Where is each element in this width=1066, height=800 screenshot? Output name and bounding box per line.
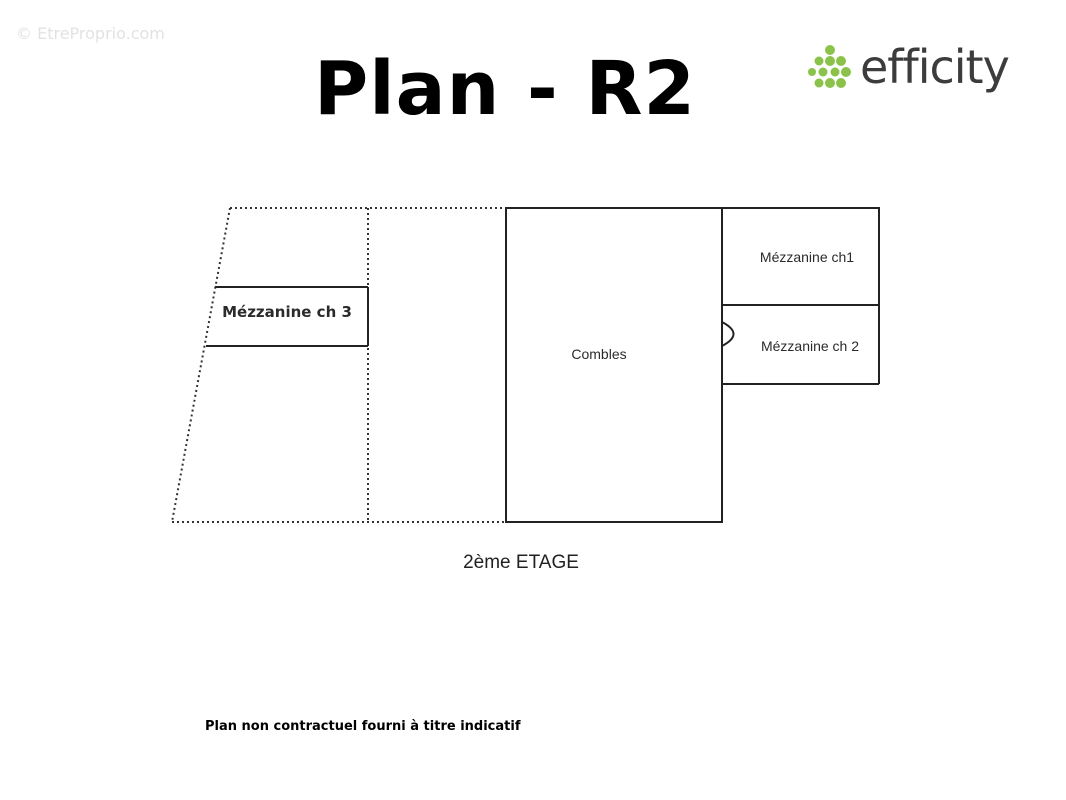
dotted-outline bbox=[171, 207, 505, 523]
combles-room bbox=[505, 207, 723, 523]
room-label-mezzanine-ch2: Mézzanine ch 2 bbox=[761, 338, 859, 354]
logo-text: efficity bbox=[860, 40, 1010, 94]
room-label-mezzanine-ch1: Mézzanine ch1 bbox=[760, 249, 854, 265]
efficity-logo: efficity bbox=[806, 40, 1026, 104]
mezzanine-ch2-outline bbox=[721, 305, 880, 385]
logo-dots-icon bbox=[808, 45, 851, 88]
disclaimer: Plan non contractuel fourni à titre indi… bbox=[205, 719, 521, 734]
page-title: Plan - R2 bbox=[314, 46, 696, 132]
room-label-combles: Combles bbox=[571, 346, 626, 362]
watermark: © EtreProprio.com bbox=[16, 24, 165, 43]
mezzanine-ch3-outline bbox=[206, 286, 369, 347]
room-label-mezzanine-ch3: Mézzanine ch 3 bbox=[222, 303, 352, 321]
floor-label: 2ème ETAGE bbox=[463, 552, 579, 573]
mezzanine-ch1-room bbox=[721, 207, 880, 306]
